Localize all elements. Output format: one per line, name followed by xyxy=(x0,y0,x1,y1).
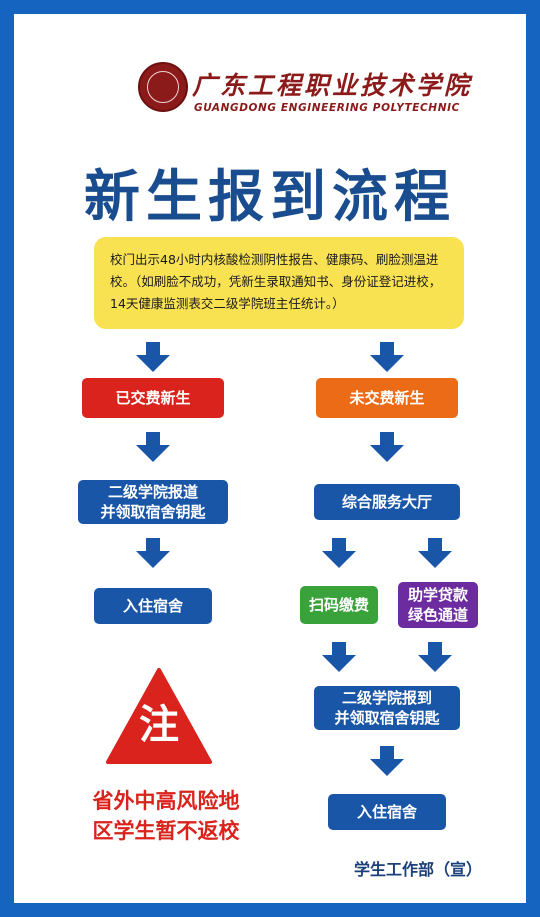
arrow-down-icon xyxy=(136,538,170,568)
arrow-down-icon xyxy=(136,432,170,462)
right-move-in-label: 入住宿舍 xyxy=(356,803,417,821)
arrow-down-icon xyxy=(136,342,170,372)
warning-symbol: 注 xyxy=(139,702,179,748)
right-register-line2: 并领取宿舍钥匙 xyxy=(334,709,440,727)
warning-line1: 省外中高风险地 xyxy=(92,789,240,813)
left-register-line2: 并领取宿舍钥匙 xyxy=(100,503,206,521)
right-move-in-box: 入住宿舍 xyxy=(328,794,446,830)
left-move-in-box: 入住宿舍 xyxy=(94,588,212,624)
entry-notice: 校门出示48小时内核酸检测阴性报告、健康码、刷脸测温进校。（如刷脸不成功，凭新生… xyxy=(94,237,464,329)
warning-text: 省外中高风险地 区学生暂不返校 xyxy=(56,786,276,846)
left-move-in-label: 入住宿舍 xyxy=(122,597,183,615)
arrow-down-icon xyxy=(322,642,356,672)
student-loan-box: 助学贷款 绿色通道 xyxy=(398,582,478,628)
student-loan-line1: 助学贷款 xyxy=(407,586,468,604)
paid-student-box: 已交费新生 xyxy=(82,378,224,418)
poster: 广东工程职业技术学院 GUANGDONG ENGINEERING POLYTEC… xyxy=(14,14,526,903)
arrow-down-icon xyxy=(370,342,404,372)
school-seal-logo xyxy=(138,62,188,112)
page-title: 新生报到流程 xyxy=(84,165,456,230)
arrow-down-icon xyxy=(370,746,404,776)
service-hall-label: 综合服务大厅 xyxy=(341,493,432,511)
footer-credit: 学生工作部（宣） xyxy=(354,860,483,879)
right-college-register-box: 二级学院报到 并领取宿舍钥匙 xyxy=(314,686,460,730)
warning-triangle-icon: 注 xyxy=(104,666,214,766)
school-name-cn: 广东工程职业技术学院 xyxy=(192,71,473,100)
unpaid-student-box: 未交费新生 xyxy=(316,378,458,418)
arrow-down-icon xyxy=(370,432,404,462)
left-college-register-box: 二级学院报道 并领取宿舍钥匙 xyxy=(78,480,228,524)
arrow-down-icon xyxy=(418,538,452,568)
unpaid-student-label: 未交费新生 xyxy=(349,389,425,407)
arrow-down-icon xyxy=(418,642,452,672)
arrow-down-icon xyxy=(322,538,356,568)
scan-pay-box: 扫码缴费 xyxy=(300,586,378,624)
warning-line2: 区学生暂不返校 xyxy=(92,819,240,843)
left-register-line1: 二级学院报道 xyxy=(107,483,198,501)
scan-pay-label: 扫码缴费 xyxy=(308,596,369,614)
student-loan-line2: 绿色通道 xyxy=(407,606,468,624)
paid-student-label: 已交费新生 xyxy=(115,389,191,407)
right-register-line1: 二级学院报到 xyxy=(341,689,432,707)
school-name-en: GUANGDONG ENGINEERING POLYTECHNIC xyxy=(194,102,460,114)
service-hall-box: 综合服务大厅 xyxy=(314,484,460,520)
